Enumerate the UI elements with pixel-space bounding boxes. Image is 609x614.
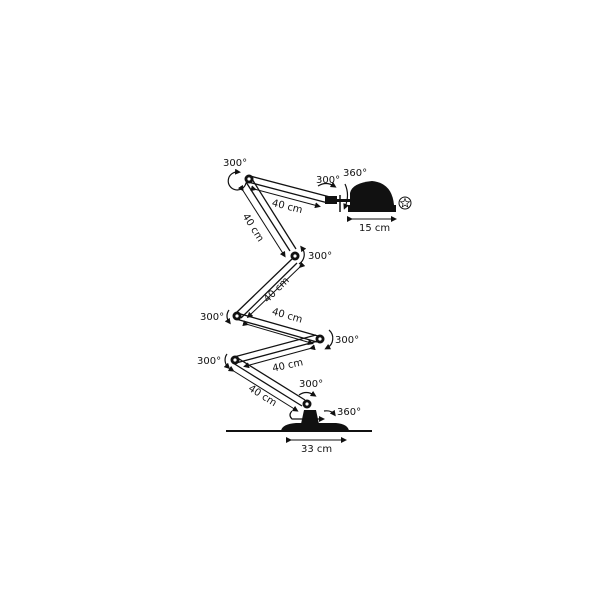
angle-label-joint-4: 300°	[335, 335, 359, 346]
angle-label-base-tilt: 300°	[299, 379, 323, 390]
angle-label-head-swivel: 360°	[343, 168, 367, 179]
lamp-joints	[230, 174, 325, 365]
lamp-head	[325, 181, 396, 212]
lamp-base	[281, 423, 349, 431]
angle-label-top-joint: 300°	[223, 158, 247, 169]
angle-label-joint-5: 300°	[197, 356, 221, 367]
angle-label-head-tilt: 300°	[316, 175, 340, 186]
base-post	[301, 410, 319, 424]
angle-label-base-swivel: 360°	[337, 407, 361, 418]
angle-label-joint-2: 300°	[308, 251, 332, 262]
length-label-arm-3: 40 cm	[262, 275, 292, 305]
length-label-arm-5: 40 cm	[271, 357, 304, 374]
length-label-base-width: 33 cm	[301, 444, 332, 455]
length-label-head-width: 15 cm	[359, 223, 390, 234]
angle-label-joint-3: 300°	[200, 312, 224, 323]
length-label-arm-6: 40 cm	[246, 383, 278, 409]
star-switch-icon	[398, 196, 412, 210]
dimension-lines	[227, 184, 397, 443]
length-label-arm-4: 40 cm	[271, 307, 304, 326]
length-label-arm-2: 40 cm	[240, 212, 266, 244]
